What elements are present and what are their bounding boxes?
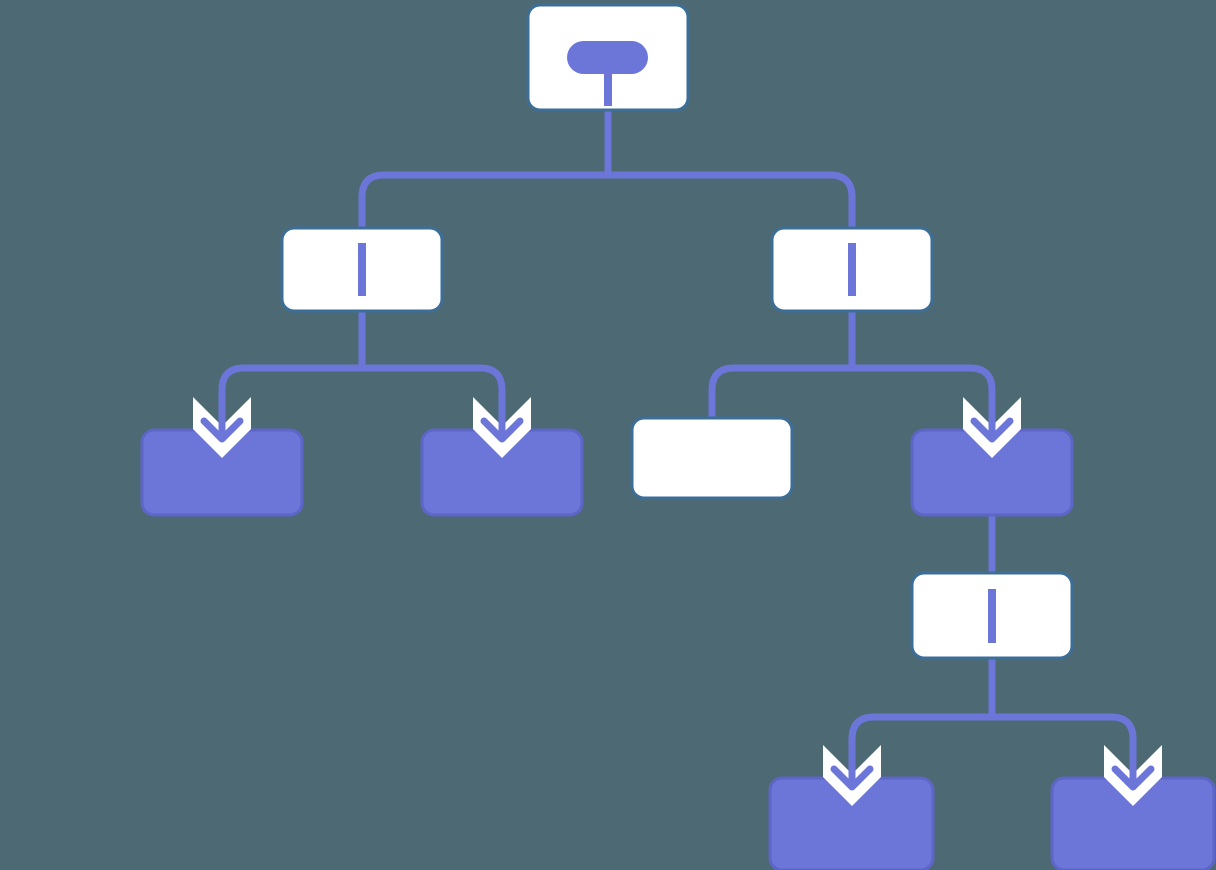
connector-layer [218,105,1137,788]
node-layer [140,3,1216,870]
node-level2-left[interactable] [280,226,444,313]
edge-n1-n4 [362,364,506,440]
edge-n2-n6 [852,364,996,440]
arrowhead-layer [193,397,1162,806]
node-level3-white-box[interactable] [630,416,794,500]
node-level3-white[interactable] [630,416,794,500]
vertical-bar-icon [358,243,366,296]
edge-n7-n9 [992,713,1137,788]
download-arrow-icon [473,397,531,458]
edge-n7-n8 [848,713,992,788]
node-level2-right[interactable] [770,226,934,313]
download-arrow-icon [1104,745,1162,806]
edge-n1-n3 [218,364,362,440]
node-root[interactable] [526,3,690,112]
download-arrow-icon [963,397,1021,458]
vertical-bar-icon [988,589,996,643]
edge-n2-n5 [708,364,852,421]
download-arrow-icon [193,397,251,458]
node-level4-white[interactable] [910,571,1074,660]
edge-n0-n2 [608,171,856,231]
pill-glyph-icon [567,41,648,74]
vertical-bar-icon [848,243,856,296]
pill-stem-icon [604,72,612,106]
download-arrow-icon [823,745,881,806]
edge-n0-n1 [358,171,608,231]
